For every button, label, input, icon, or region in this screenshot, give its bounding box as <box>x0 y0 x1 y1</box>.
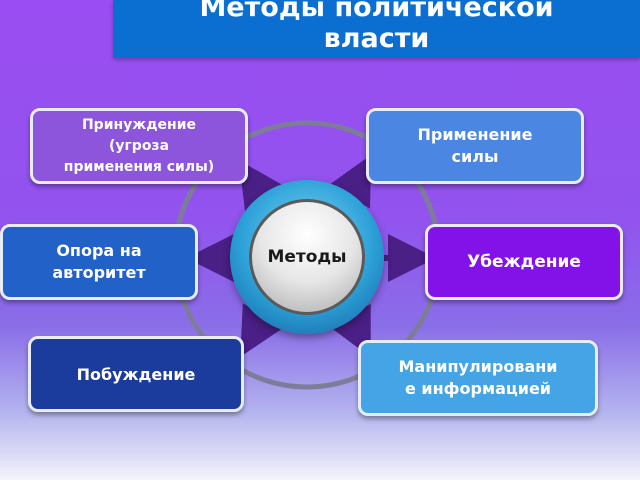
title-line-1: Методы политической <box>199 0 554 23</box>
center-hub: Методы <box>230 180 384 334</box>
node-coercion-line-2: (угроза <box>108 137 170 154</box>
node-force-line-1: Применение <box>417 125 533 144</box>
node-authority: Опора на авторитет <box>0 224 198 300</box>
node-coercion-line-1: Принуждение <box>81 116 197 133</box>
node-manipulation-line-1: Манипулировани <box>398 357 558 376</box>
node-use-of-force: Применение силы <box>366 108 584 184</box>
node-manipulation: Манипулировани е информацией <box>358 340 598 416</box>
node-force-line-2: силы <box>451 147 499 166</box>
node-inducement: Побуждение <box>28 336 244 412</box>
node-coercion-line-3: применения силы) <box>63 158 215 175</box>
center-hub-inner: Методы <box>249 199 365 315</box>
node-persuasion: Убеждение <box>425 224 623 300</box>
node-persuasion-label: Убеждение <box>467 252 581 272</box>
node-inducement-label: Побуждение <box>76 364 196 384</box>
node-authority-line-2: авторитет <box>52 263 146 282</box>
center-label: Методы <box>267 247 347 267</box>
node-manipulation-line-2: е информацией <box>404 379 551 398</box>
node-coercion: Принуждение (угроза применения силы) <box>30 108 248 184</box>
node-authority-line-1: Опора на <box>56 241 142 260</box>
title-bar: Методы политической власти <box>113 0 640 58</box>
title-line-2: власти <box>323 23 430 54</box>
